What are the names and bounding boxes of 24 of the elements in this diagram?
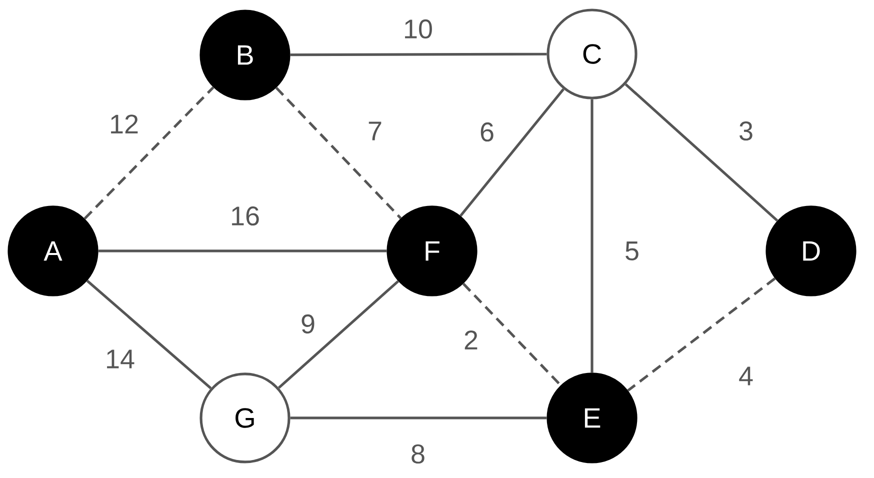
edge-label: 7 xyxy=(366,120,384,142)
edge-line xyxy=(98,250,387,252)
edge-label: 12 xyxy=(108,114,140,134)
edge-line xyxy=(275,86,402,220)
edge-line xyxy=(290,52,547,56)
edge-label: 9 xyxy=(300,313,317,335)
edge-label: 6 xyxy=(478,121,496,143)
edge-line xyxy=(590,99,594,373)
edge-label: 10 xyxy=(402,18,434,40)
edge-label: 4 xyxy=(738,366,755,386)
edge-line xyxy=(462,282,562,386)
edge-label: 3 xyxy=(738,120,755,142)
edge-line xyxy=(624,83,778,222)
edge-line xyxy=(86,280,212,390)
edge-line xyxy=(460,88,564,217)
edge-label: 16 xyxy=(229,205,262,227)
edge-line xyxy=(290,416,547,420)
edge-label: 2 xyxy=(462,330,480,350)
edge-line xyxy=(84,86,214,220)
edge-line xyxy=(278,280,400,389)
edge-label: 8 xyxy=(410,443,427,465)
edge-label: 5 xyxy=(624,240,641,262)
edge-label: 14 xyxy=(104,348,136,370)
edge-line xyxy=(627,277,776,392)
